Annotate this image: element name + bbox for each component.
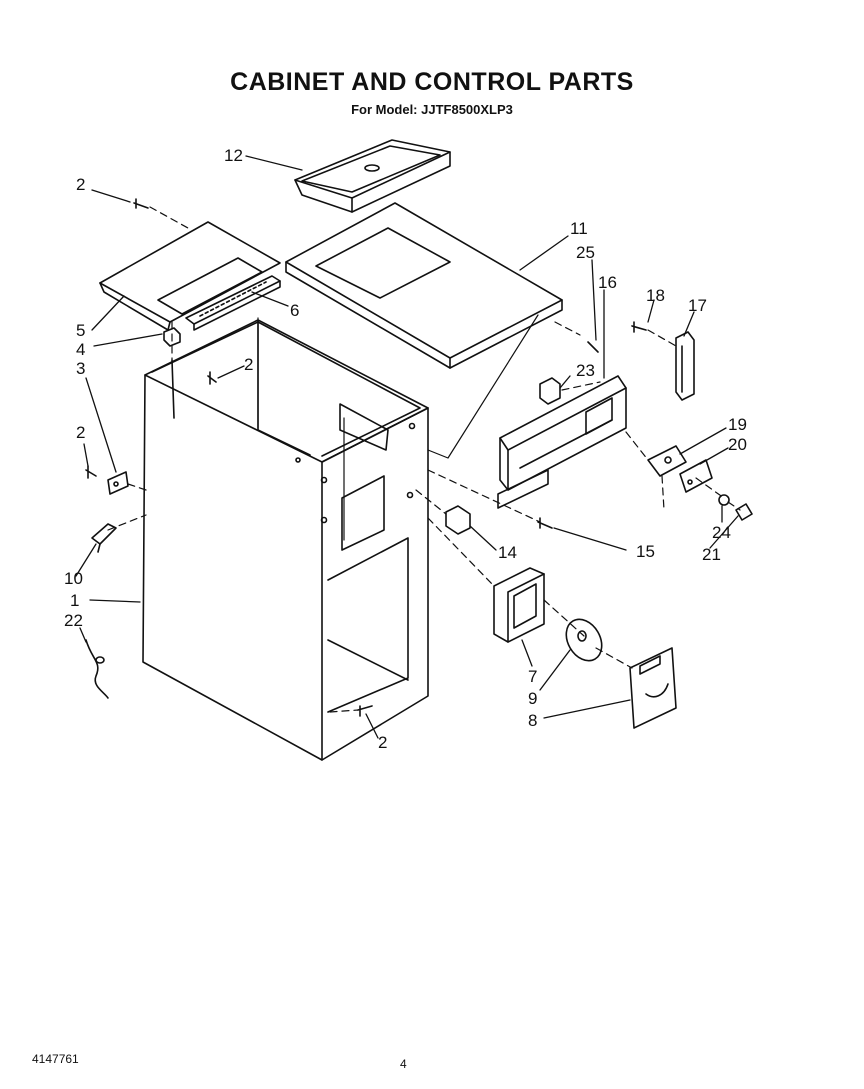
part-9-disc	[565, 618, 603, 662]
callout-14: 14	[498, 543, 517, 562]
part-20-plate	[679, 459, 713, 493]
part-3-bracket	[107, 471, 129, 495]
part-4-clip	[163, 327, 181, 347]
callout-4: 4	[76, 340, 85, 359]
callout-24: 24	[712, 523, 731, 542]
screws	[85, 198, 647, 717]
callout-9: 9	[528, 689, 537, 708]
part-5-control-panel	[99, 221, 281, 331]
part-24-washer	[718, 494, 730, 506]
document-number: 4147761	[32, 1052, 79, 1066]
part-15-screw	[537, 517, 553, 529]
part-22-wire	[85, 639, 109, 699]
callout-10: 10	[64, 569, 83, 588]
callout-22: 22	[64, 611, 83, 630]
callout-11: 11	[570, 219, 588, 238]
diagram-title: CABINET AND CONTROL PARTS	[230, 68, 634, 96]
callout-2-inner: 2	[244, 355, 253, 374]
callout-numbers: 12 2 11 25 16 18 17 5 6 4 3 2 23 2 19 20…	[64, 146, 747, 752]
part-11-top-panel	[285, 202, 563, 369]
callout-17: 17	[688, 296, 707, 315]
part-8-cover	[629, 647, 677, 729]
part-14-relay	[445, 505, 471, 535]
callout-23: 23	[576, 361, 595, 380]
part-12-vent-cover	[294, 139, 451, 213]
callout-15: 15	[636, 542, 655, 561]
callout-25: 25	[576, 243, 595, 262]
callout-7: 7	[528, 667, 537, 686]
part-10-terminal	[91, 523, 117, 553]
part-17-latch	[675, 331, 695, 401]
panel-guide-lines	[257, 314, 539, 541]
callout-2-left: 2	[76, 423, 85, 442]
part-6-switch-strip	[185, 275, 281, 331]
callout-16: 16	[598, 273, 617, 292]
callout-18: 18	[646, 286, 665, 305]
alignment-lines	[107, 206, 741, 713]
callout-12: 12	[224, 146, 243, 165]
page-number: 4	[400, 1057, 407, 1071]
callout-2-top: 2	[76, 175, 85, 194]
callout-8: 8	[528, 711, 537, 730]
callout-5: 5	[76, 321, 85, 340]
cabinet-body	[142, 319, 429, 761]
part-19-bracket	[647, 445, 687, 477]
callout-2-bottom: 2	[378, 733, 387, 752]
leader-lines	[75, 155, 739, 739]
model-subtitle: For Model: JJTF8500XLP3	[351, 102, 513, 117]
part-23-switch	[539, 377, 561, 405]
callout-6: 6	[290, 301, 299, 320]
callout-20: 20	[728, 435, 747, 454]
callout-1: 1	[70, 591, 79, 610]
part-16-control-housing	[497, 375, 627, 509]
callout-21: 21	[702, 545, 721, 564]
callout-19: 19	[728, 415, 747, 434]
callout-3: 3	[76, 359, 85, 378]
part-21-knob	[735, 503, 753, 521]
part-7-housing	[493, 567, 545, 643]
